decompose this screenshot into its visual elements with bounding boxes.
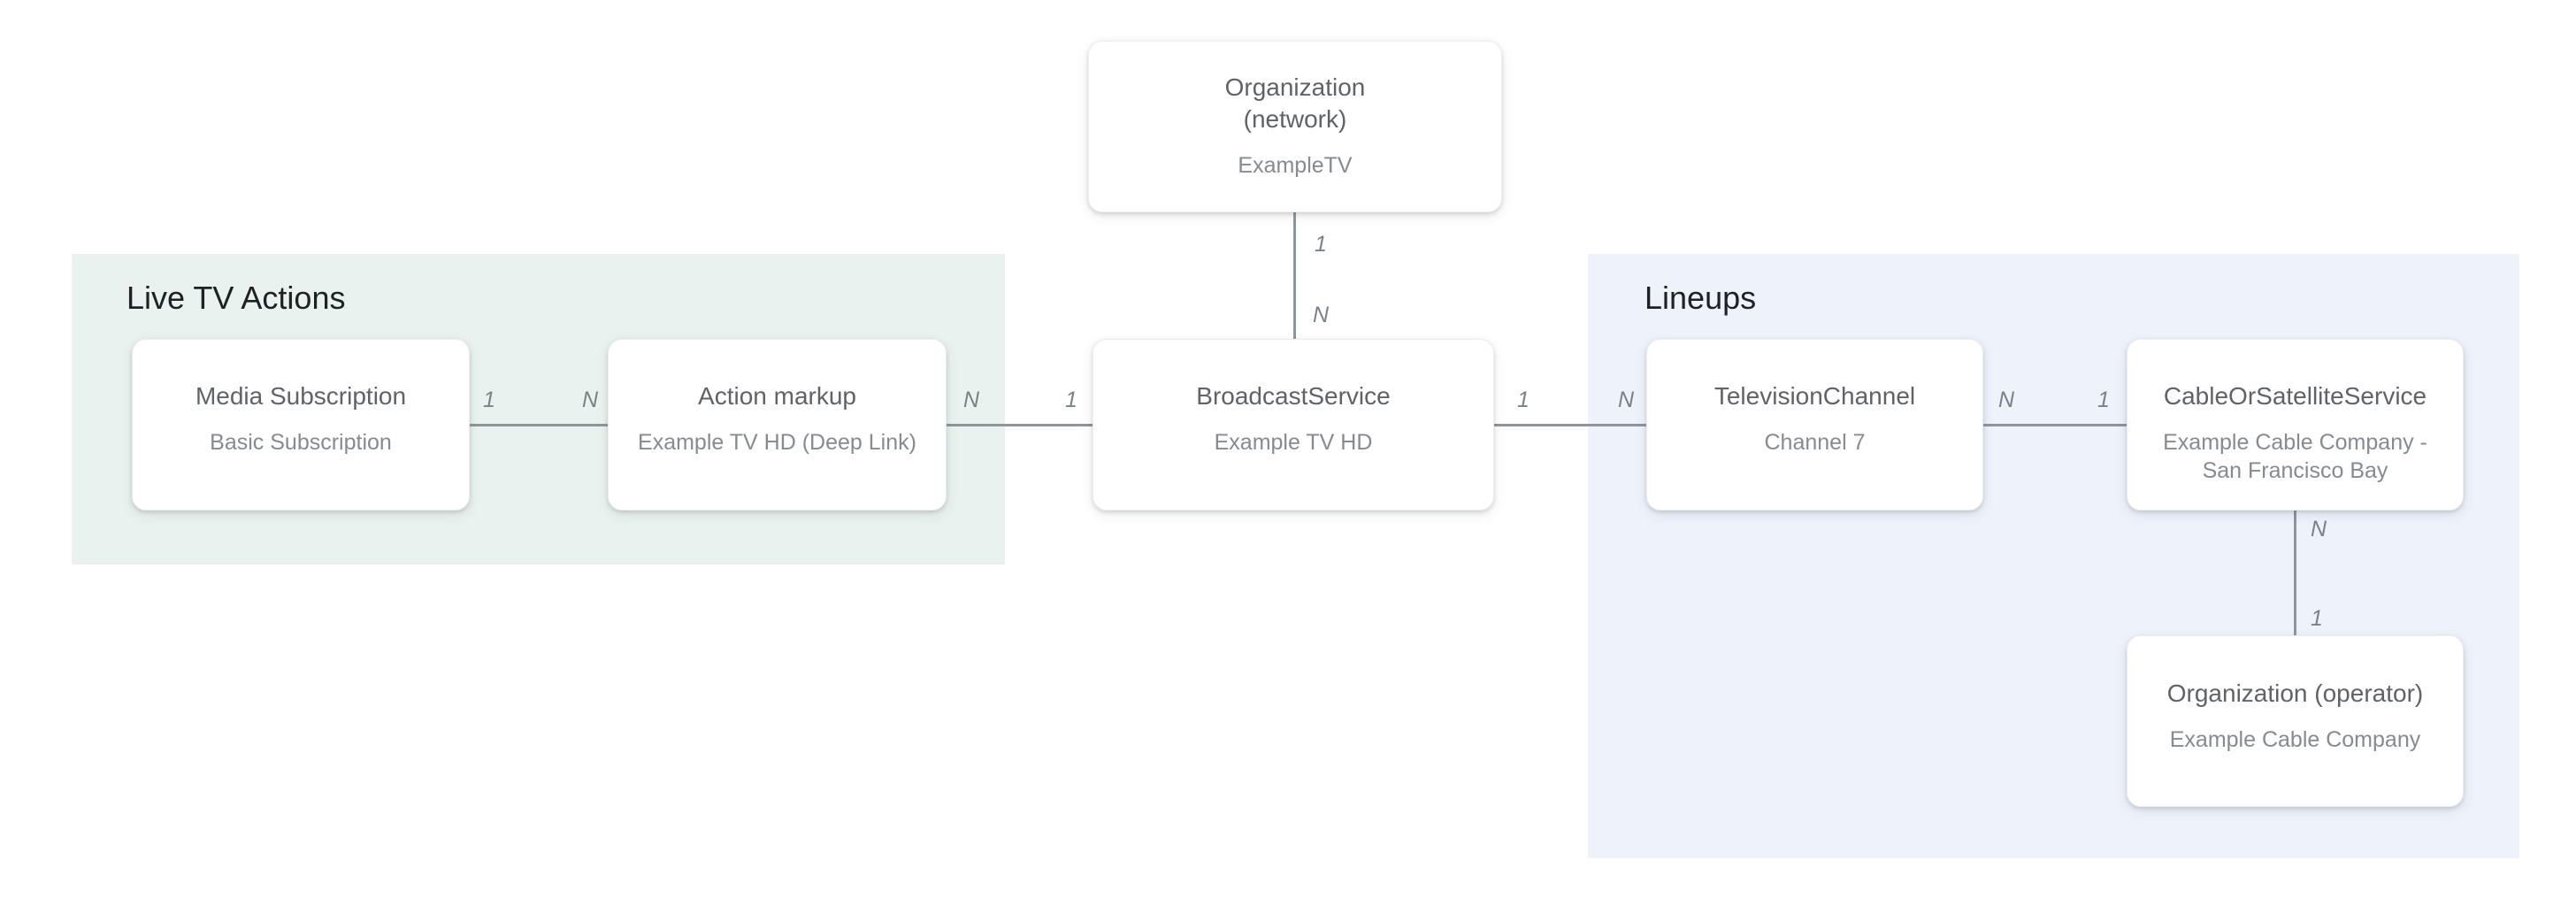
region-label-lineups: Lineups <box>1644 280 1757 316</box>
node-organization-operator: Organization (operator) Example Cable Co… <box>2127 635 2464 807</box>
cardinality-label: N <box>2310 517 2327 541</box>
node-television-channel: TelevisionChannel Channel 7 <box>1646 339 1983 511</box>
node-subtitle: Channel 7 <box>1764 430 1866 455</box>
node-title: Organization (operator) <box>2166 680 2424 707</box>
node-title: Action markup <box>698 382 856 410</box>
node-cable-or-satellite-service: CableOrSatelliteService Example Cable Co… <box>2127 339 2464 511</box>
cardinality-label: 1 <box>483 388 495 412</box>
cardinality-label: 1 <box>1315 232 1327 257</box>
node-title: Organization (network) <box>1224 73 1366 133</box>
cardinality-label: N <box>581 388 599 412</box>
node-title: CableOrSatelliteService <box>2163 382 2427 410</box>
edge-organization-network-broadcast-service-line <box>1293 212 1296 339</box>
cardinality-label: N <box>962 388 980 412</box>
node-title: TelevisionChannel <box>1714 382 1916 410</box>
cardinality-label: 1 <box>1065 388 1077 412</box>
node-media-subscription: Media Subscription Basic Subscription <box>132 339 470 511</box>
edge-television-channel-cable-or-satellite-service-line <box>1983 424 2127 426</box>
cardinality-label: N <box>1312 303 1330 327</box>
node-action-markup: Action markup Example TV HD (Deep Link) <box>608 339 947 511</box>
region-label-live-tv-actions: Live TV Actions <box>126 280 346 316</box>
cardinality-label: 1 <box>1517 388 1530 412</box>
node-subtitle: ExampleTV <box>1238 153 1353 178</box>
node-subtitle: Example Cable Company <box>2169 727 2421 752</box>
node-title: Media Subscription <box>195 382 407 410</box>
node-subtitle: Basic Subscription <box>210 430 392 455</box>
node-title: BroadcastService <box>1196 382 1391 410</box>
cardinality-label: N <box>1617 388 1635 412</box>
node-subtitle: Example TV HD (Deep Link) <box>638 430 916 455</box>
cardinality-label: N <box>1997 388 2015 412</box>
cardinality-label: 1 <box>2097 388 2110 412</box>
node-subtitle: Example TV HD <box>1214 430 1373 455</box>
edge-cable-or-satellite-service-organization-operator-line <box>2294 511 2296 635</box>
node-broadcast-service: BroadcastService Example TV HD <box>1092 339 1494 511</box>
edge-media-subscription-action-markup-line <box>470 424 608 426</box>
edge-action-markup-broadcast-service-line <box>947 424 1092 426</box>
node-organization-network: Organization (network) ExampleTV <box>1088 41 1502 212</box>
edge-broadcast-service-television-channel-line <box>1494 424 1646 426</box>
cardinality-label: 1 <box>2311 606 2323 631</box>
node-subtitle: Example Cable Company - San Francisco Ba… <box>2163 430 2427 483</box>
